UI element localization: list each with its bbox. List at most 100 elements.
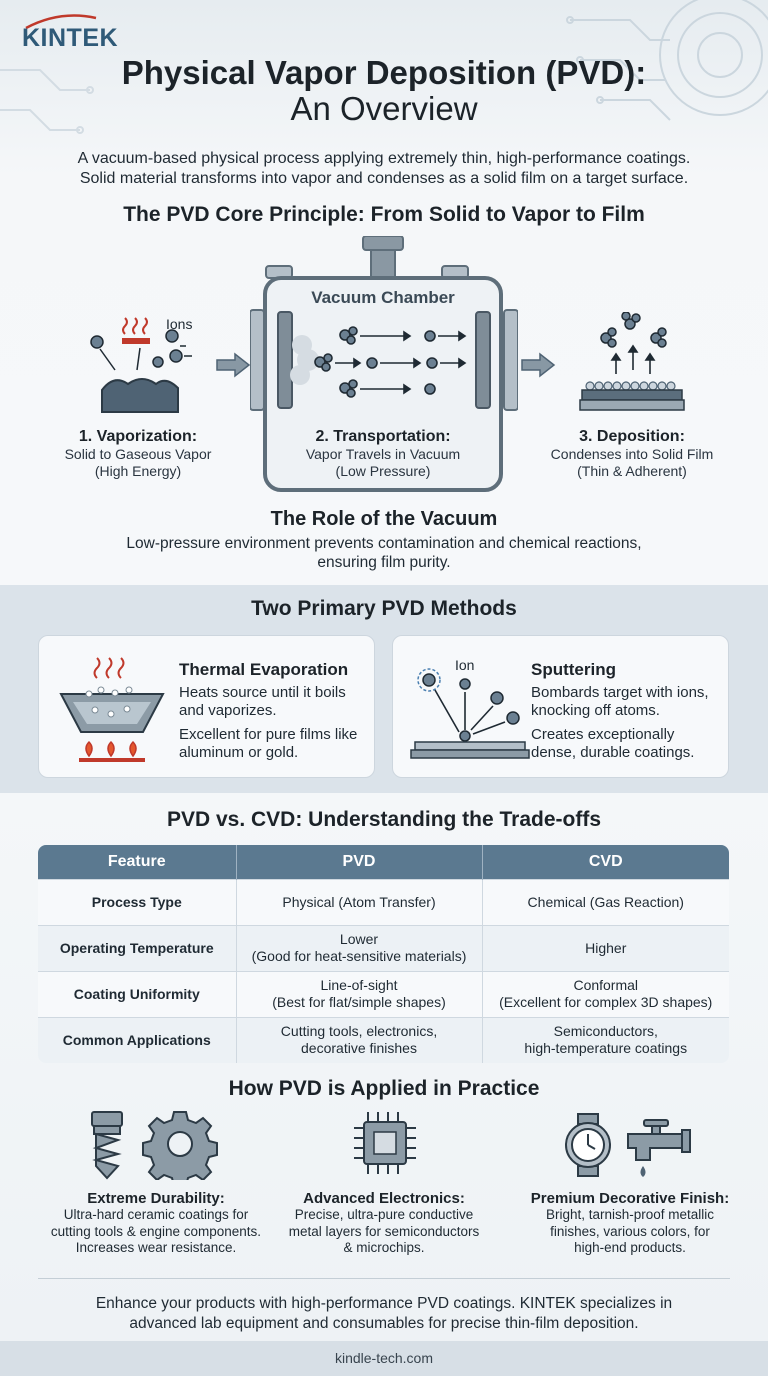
thermal-title: Thermal Evaporation (179, 660, 349, 679)
thermal-line: and vaporizes. (179, 702, 277, 719)
sputtering-line: knocking off atoms. (531, 702, 660, 719)
comparison-heading: PVD vs. CVD: Understanding the Trade-off… (166, 808, 602, 831)
page-title: Physical Vapor Deposition (PVD): (121, 54, 647, 91)
chamber-flanges (250, 309, 518, 411)
cell-line: (Best for flat/simple shapes) (272, 994, 446, 1010)
step-transportation: 2. Transportation: Vapor Travels in Vacu… (283, 428, 483, 480)
methods-heading: Two Primary PVD Methods (251, 597, 517, 620)
kintek-logo: KINTEK (22, 24, 119, 52)
app-line: Increases wear resistance. (75, 1240, 237, 1255)
cell-line: Higher (585, 939, 627, 956)
app-electronics: Advanced Electronics: Precise, ultra-pur… (274, 1190, 494, 1257)
cell-line: Semiconductors, (553, 1023, 658, 1040)
thermal-line: aluminum or gold. (179, 744, 299, 761)
drill-gear-icon (91, 1111, 218, 1180)
app-line: & microchips. (343, 1240, 425, 1255)
app-durability: Extreme Durability: Ultra-hard ceramic c… (36, 1190, 276, 1257)
circuit-gear-decoration (566, 0, 768, 121)
cell-line: Cutting tools, electronics, (280, 1023, 438, 1040)
vacuum-line-1: Low-pressure environment prevents contam… (126, 535, 642, 552)
sputtering-desc: Bombards target with ions, knocking off … (531, 684, 726, 762)
app-line: cutting tools & engine components. (50, 1223, 262, 1239)
cell-line: Conformal (573, 977, 639, 993)
ions-label: Ions (166, 316, 193, 332)
microchip-icon (354, 1112, 416, 1174)
app-line: Ultra-hard ceramic coatings for (63, 1207, 249, 1222)
table-cell-feature: Coating Uniformity (38, 970, 237, 1017)
step-vaporization: 1. Vaporization: Solid to Gaseous Vapor … (40, 428, 236, 480)
sputtering-line: Bombards target with ions, (531, 684, 709, 701)
app-line: Precise, ultra-pure conductive (294, 1207, 474, 1222)
table-row: Coating Uniformity Line-of-sight(Best fo… (38, 970, 729, 1017)
step-deposition: 3. Deposition: Condenses into Solid Film… (532, 428, 732, 480)
step-line: (High Energy) (94, 463, 182, 479)
closing-line-1: Enhance your products with high-performa… (95, 1295, 673, 1312)
circuit-lines-left (0, 69, 94, 134)
step-line: (Thin & Adherent) (577, 463, 687, 479)
cell-line: Lower (339, 931, 379, 947)
app-decorative: Premium Decorative Finish: Bright, tarni… (510, 1190, 750, 1257)
table-cell-cvd: Higher (482, 924, 729, 971)
table-header: Feature (38, 845, 237, 879)
footer-bar (0, 1341, 768, 1376)
intro-line-1: A vacuum-based physical process applying… (77, 150, 691, 167)
comparison-table: Feature PVD CVD Process Type Physical (A… (38, 845, 729, 1063)
step-title: 2. Transportation: (315, 428, 451, 445)
table-header: PVD (236, 845, 483, 879)
step-line: Vapor Travels in Vacuum (305, 446, 461, 462)
thermal-line: Excellent for pure films like (179, 726, 358, 743)
arrow-right-icon (216, 352, 251, 378)
vacuum-heading: The Role of the Vacuum (270, 508, 498, 530)
sputtering-line: dense, durable coatings. (531, 744, 695, 761)
watch-faucet-icon (565, 1113, 691, 1177)
cell-line: (Good for heat-sensitive materials) (251, 948, 467, 964)
app-line: finishes, various colors, for (550, 1223, 710, 1239)
section-divider (38, 1278, 730, 1279)
table-cell-pvd: Physical (Atom Transfer) (236, 878, 483, 925)
step-title: 1. Vaporization: (78, 428, 198, 445)
intro-text: A vacuum-based physical process applying… (40, 149, 728, 189)
table-cell-feature: Operating Temperature (38, 924, 237, 971)
thermal-desc: Heats source until it boils and vaporize… (179, 684, 369, 762)
table-cell-feature: Common Applications (38, 1016, 237, 1063)
table-cell-pvd: Lower(Good for heat-sensitive materials) (236, 924, 483, 971)
app-line: metal layers for semiconductors (288, 1223, 480, 1239)
page-subtitle: An Overview (290, 90, 478, 127)
closing-text: Enhance your products with high-performa… (60, 1294, 708, 1334)
table-cell-cvd: Semiconductors,high-temperature coatings (482, 1016, 729, 1063)
vacuum-line-2: ensuring film purity. (317, 554, 451, 571)
thermal-evaporation-card: Thermal Evaporation Heats source until i… (38, 635, 375, 778)
app-title: Premium Decorative Finish: (530, 1190, 730, 1207)
app-line: Bright, tarnish-proof metallic (545, 1207, 715, 1222)
table-row: Operating Temperature Lower(Good for hea… (38, 924, 729, 971)
step-title: 3. Deposition: (579, 428, 685, 445)
table-row: Common Applications Cutting tools, elect… (38, 1016, 729, 1063)
cell-line: Chemical (Gas Reaction) (527, 893, 684, 910)
website-link[interactable]: kindle-tech.com (334, 1350, 434, 1366)
sputtering-icon (410, 668, 530, 759)
cell-line: decorative finishes (301, 1040, 417, 1057)
arrow-right-icon (521, 352, 556, 378)
cell-line: Line-of-sight (320, 977, 398, 993)
table-cell-feature: Process Type (38, 878, 237, 925)
chamber-label: Vacuum Chamber (311, 288, 455, 307)
vaporization-icon (90, 317, 192, 413)
cell-line: (Excellent for complex 3D shapes) (499, 994, 713, 1010)
table-header-row: Feature PVD CVD (38, 845, 729, 879)
sputtering-card: Ion Sputtering Bombards target with ions… (392, 635, 729, 778)
deposition-icon (579, 312, 685, 411)
ion-label: Ion (455, 657, 475, 673)
applications-heading: How PVD is Applied in Practice (228, 1077, 540, 1100)
evaporation-boat-icon (59, 657, 165, 762)
intro-line-2: Solid material transforms into vapor and… (79, 170, 689, 187)
vacuum-text: Low-pressure environment prevents contam… (60, 534, 708, 572)
sputtering-line: Creates exceptionally (531, 726, 675, 743)
app-title: Advanced Electronics: (303, 1190, 465, 1207)
step-line: (Low Pressure) (335, 463, 431, 479)
cell-line: Physical (Atom Transfer) (282, 893, 436, 910)
table-cell-pvd: Line-of-sight(Best for flat/simple shape… (236, 970, 483, 1017)
table-row: Process Type Physical (Atom Transfer) Ch… (38, 878, 729, 925)
app-line: high-end products. (574, 1240, 686, 1255)
closing-line-2: advanced lab equipment and consumables f… (129, 1315, 639, 1332)
table-cell-pvd: Cutting tools, electronics,decorative fi… (236, 1016, 483, 1063)
